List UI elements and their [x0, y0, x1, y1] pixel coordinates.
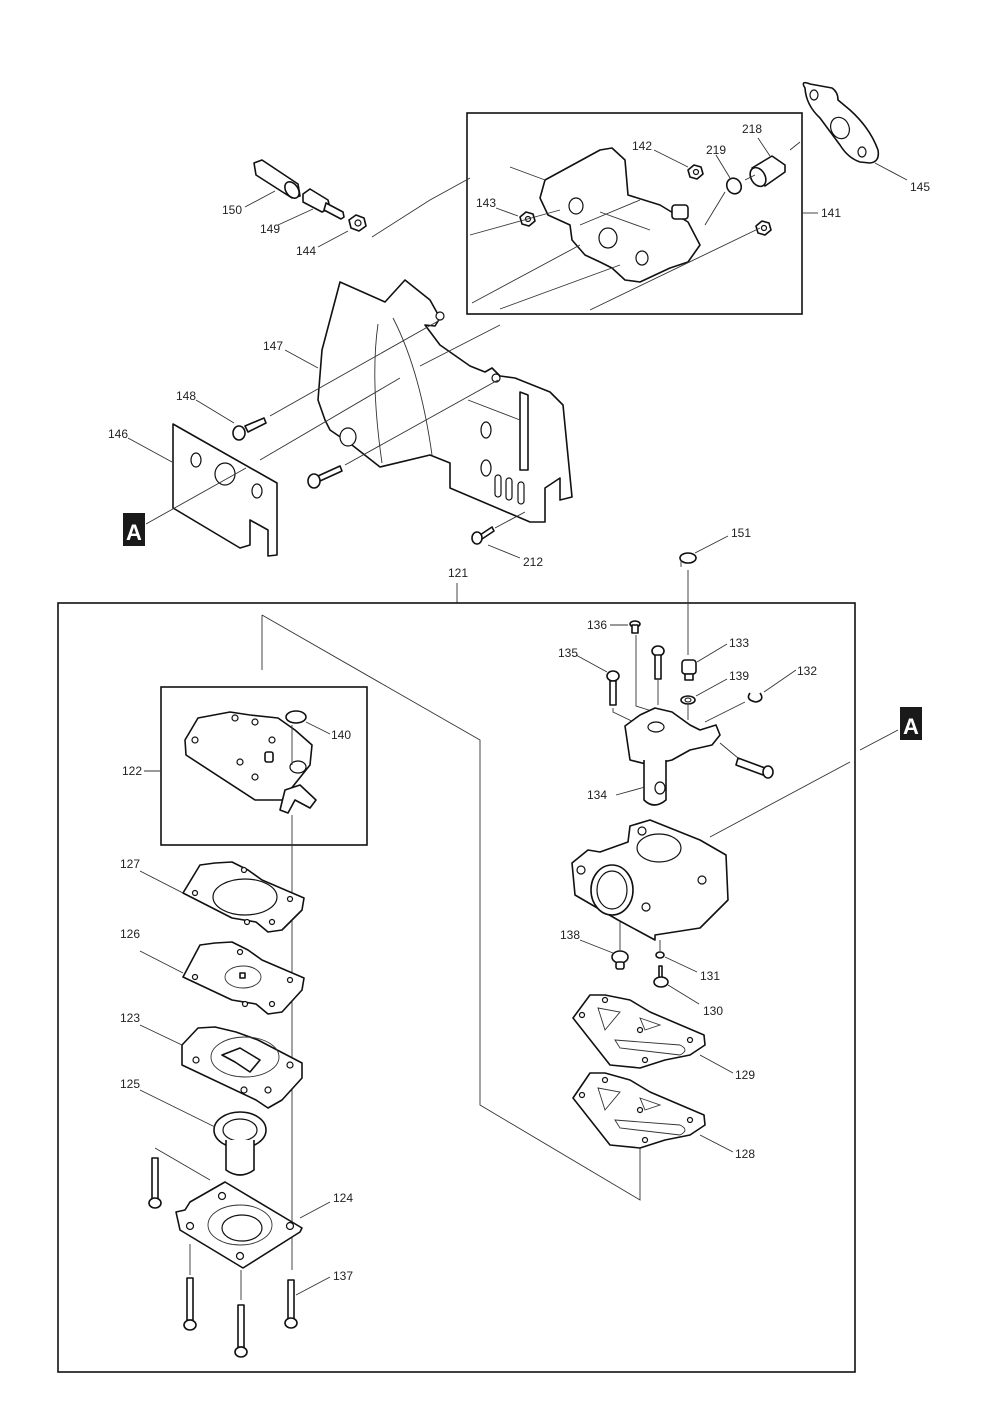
label-143: 143: [476, 196, 496, 210]
screw: [651, 645, 665, 680]
label-122: 122: [122, 764, 142, 778]
label-126: 126: [120, 927, 140, 941]
gasket-145: [802, 81, 880, 164]
check-valve-125: [213, 1111, 267, 1176]
screw-137: [148, 1147, 298, 1358]
throttle-lever-134: [624, 707, 721, 806]
screw-135: [606, 670, 620, 706]
screw: [735, 757, 774, 779]
fuel-holder-part: [539, 147, 701, 283]
carburetor-body: [571, 819, 729, 941]
label-140: 140: [331, 728, 351, 742]
svg-text:A: A: [126, 520, 142, 545]
sleeve-218: [749, 155, 786, 188]
label-151: 151: [731, 526, 751, 540]
gasket-129: [572, 994, 706, 1069]
needle-130: [653, 965, 669, 988]
pump-body-123: [181, 1026, 303, 1109]
label-147: 147: [263, 339, 283, 353]
label-218: 218: [742, 122, 762, 136]
label-142: 142: [632, 139, 652, 153]
label-123: 123: [120, 1011, 140, 1025]
screw-212: [471, 526, 495, 545]
label-129: 129: [735, 1068, 755, 1082]
label-128: 128: [735, 1147, 755, 1161]
label-138: 138: [560, 928, 580, 942]
o-ring-131: [655, 951, 665, 959]
svg-text:A: A: [903, 714, 919, 739]
label-137: 137: [333, 1269, 353, 1283]
label-127: 127: [120, 857, 140, 871]
insulator-147: [317, 279, 573, 523]
label-133: 133: [729, 636, 749, 650]
label-130: 130: [703, 1004, 723, 1018]
label-135: 135: [558, 646, 578, 660]
screw: [307, 465, 343, 489]
label-148: 148: [176, 389, 196, 403]
filter-140: [285, 710, 307, 724]
gasket-146: [172, 423, 278, 557]
label-134: 134: [587, 788, 607, 802]
label-219: 219: [706, 143, 726, 157]
gasket-127: [182, 861, 305, 933]
plug-138: [611, 950, 629, 970]
screw-136: [629, 620, 641, 634]
label-144: 144: [296, 244, 316, 258]
assembly-box-141: [466, 112, 803, 315]
adjuster-149: [302, 188, 345, 220]
reference-marker-a-left: A: [123, 513, 145, 546]
plug-133: [681, 659, 697, 681]
assembly-box-121: [57, 602, 856, 1373]
assembly-box-122: [160, 686, 368, 846]
e-ring-132: [747, 692, 763, 703]
label-141: 141: [821, 206, 841, 220]
reference-marker-a-right: A: [900, 707, 922, 740]
label-121: 121: [448, 566, 468, 580]
label-149: 149: [260, 222, 280, 236]
label-145: 145: [910, 180, 930, 194]
label-150: 150: [222, 203, 242, 217]
gasket-128: [572, 1072, 706, 1149]
clip-151: [679, 552, 697, 567]
pump-cover-122: [184, 711, 317, 814]
label-124: 124: [333, 1191, 353, 1205]
label-125: 125: [120, 1077, 140, 1091]
label-136: 136: [587, 618, 607, 632]
label-146: 146: [108, 427, 128, 441]
label-132: 132: [797, 664, 817, 678]
cap-150: [253, 159, 301, 199]
label-212: 212: [523, 555, 543, 569]
diaphragm-126: [182, 941, 305, 1015]
label-131: 131: [700, 969, 720, 983]
screw-148: [232, 417, 267, 441]
label-139: 139: [729, 669, 749, 683]
cover-124: [175, 1181, 303, 1269]
